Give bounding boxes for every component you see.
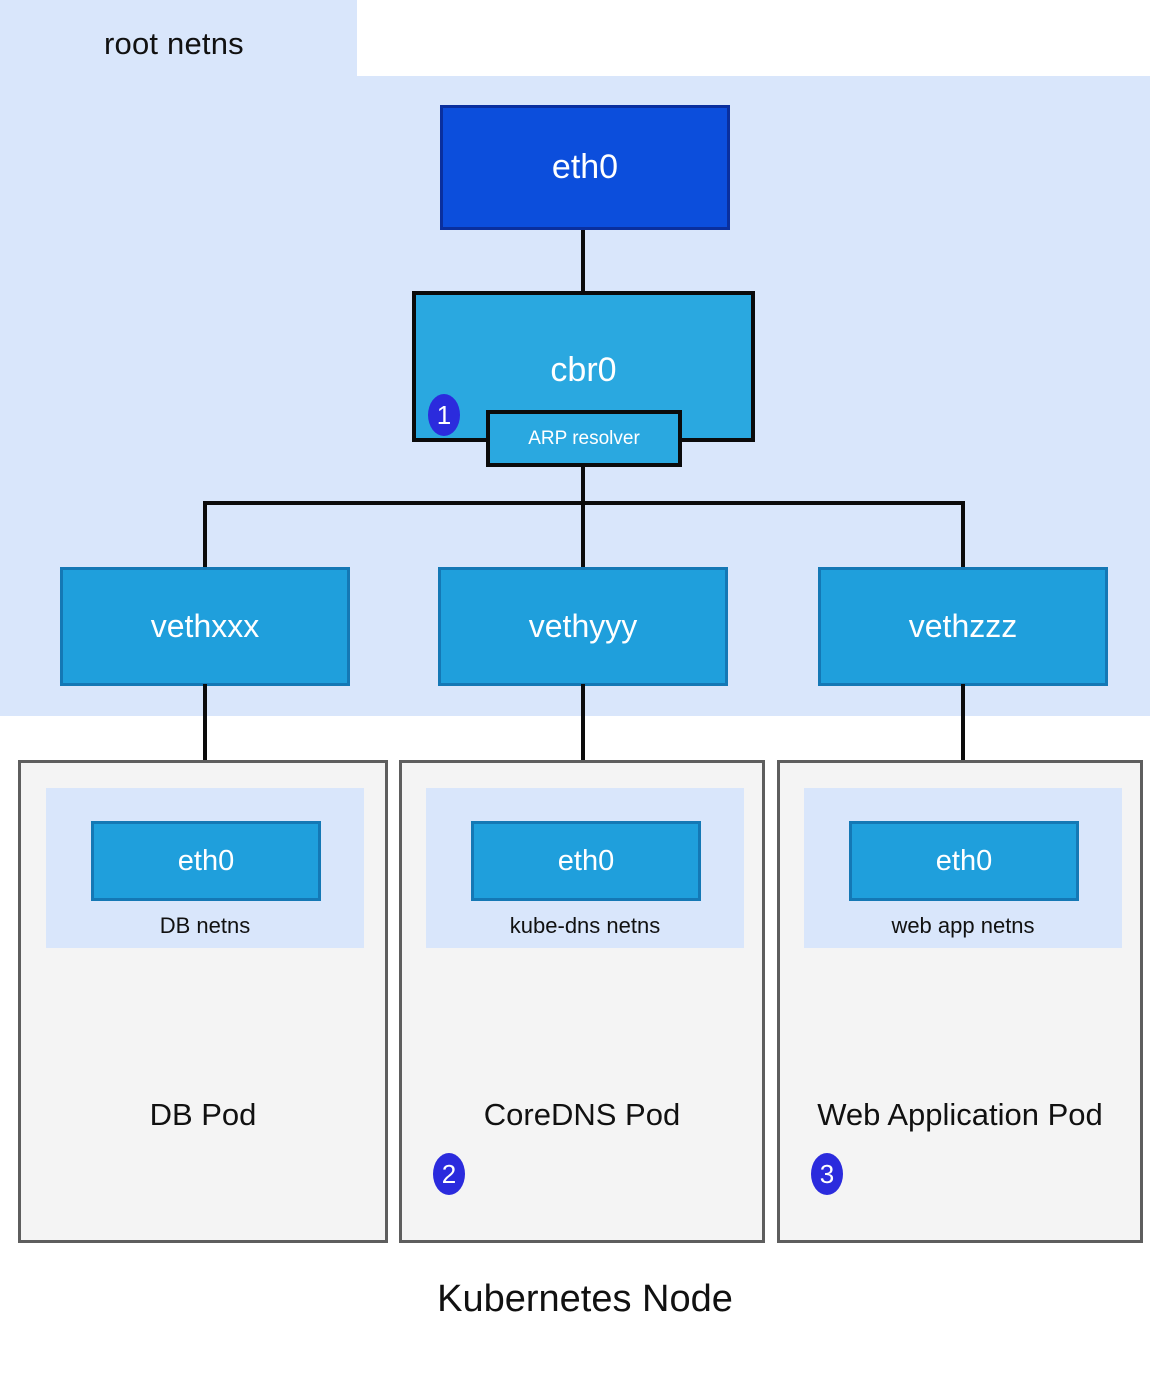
connector-vethzzz-to-pod2-eth0 bbox=[961, 684, 965, 829]
badge-1: 1 bbox=[428, 394, 460, 436]
badge-1-label: 1 bbox=[436, 400, 452, 430]
veth-label-2: vethzzz bbox=[908, 608, 1018, 644]
pod-eth0-label-0: eth0 bbox=[177, 844, 235, 877]
arp-resolver-box[interactable]: ARP resolver bbox=[486, 410, 682, 467]
veth-box-2[interactable]: vethzzz bbox=[818, 567, 1108, 686]
pod-eth0-label-1: eth0 bbox=[557, 844, 615, 877]
root-netns-label: root netns bbox=[104, 26, 244, 61]
host-eth0-box[interactable]: eth0 bbox=[440, 105, 730, 230]
connector-bus-to-vethyyy bbox=[581, 501, 585, 569]
pod-eth0-box-2[interactable]: eth0 bbox=[849, 821, 1079, 901]
badge-3: 3 bbox=[811, 1153, 843, 1195]
pod-eth0-label-2: eth0 bbox=[935, 844, 993, 877]
host-eth0-label: eth0 bbox=[551, 148, 619, 186]
pod-eth0-box-0[interactable]: eth0 bbox=[91, 821, 321, 901]
pod-title-2: Web Application Pod bbox=[817, 1097, 1103, 1132]
connector-vethxxx-to-pod0-eth0 bbox=[203, 684, 207, 829]
veth-label-0: vethxxx bbox=[150, 608, 260, 644]
pod-title-1: CoreDNS Pod bbox=[483, 1097, 681, 1132]
connector-vethyyy-to-pod1-eth0 bbox=[581, 684, 585, 829]
pod-container-1[interactable]: eth0 kube-dns netns CoreDNS Pod 2 bbox=[399, 760, 765, 1243]
pod-title-0: DB Pod bbox=[149, 1097, 257, 1132]
badge-2: 2 bbox=[433, 1153, 465, 1195]
pod-netns-region-2: eth0 web app netns bbox=[804, 788, 1122, 948]
veth-label-1: vethyyy bbox=[528, 608, 638, 644]
veth-box-0[interactable]: vethxxx bbox=[60, 567, 350, 686]
connector-eth0-to-cbr0 bbox=[581, 228, 585, 294]
pod-container-2[interactable]: eth0 web app netns Web Application Pod 3 bbox=[777, 760, 1143, 1243]
pod-netns-region-1: eth0 kube-dns netns bbox=[426, 788, 744, 948]
veth-box-1[interactable]: vethyyy bbox=[438, 567, 728, 686]
pod-netns-region-0: eth0 DB netns bbox=[46, 788, 364, 948]
badge-2-label: 2 bbox=[441, 1159, 457, 1189]
cbr0-label: cbr0 bbox=[550, 351, 617, 389]
pod-netns-label-0: DB netns bbox=[159, 913, 251, 938]
pod-eth0-box-1[interactable]: eth0 bbox=[471, 821, 701, 901]
pod-netns-label-1: kube-dns netns bbox=[509, 913, 661, 938]
connector-bus-to-vethxxx bbox=[203, 501, 207, 569]
connector-bus-to-vethzzz bbox=[961, 501, 965, 569]
badge-3-label: 3 bbox=[819, 1159, 835, 1189]
node-caption: Kubernetes Node bbox=[437, 1278, 733, 1320]
arp-resolver-label: ARP resolver bbox=[528, 427, 640, 449]
pod-container-0[interactable]: eth0 DB netns DB Pod bbox=[18, 760, 388, 1243]
connector-arp-to-bus bbox=[581, 465, 585, 505]
root-netns-region-tab bbox=[0, 0, 357, 78]
pod-netns-label-2: web app netns bbox=[891, 913, 1035, 938]
